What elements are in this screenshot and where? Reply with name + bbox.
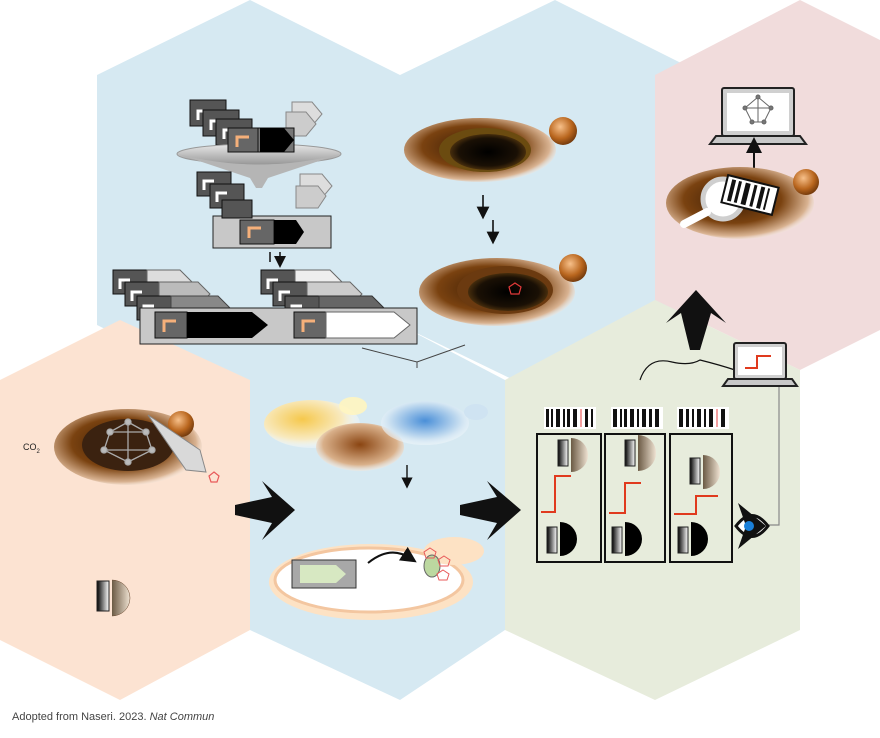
- yeast-cell-transformed: [419, 254, 587, 326]
- caption-prefix: Adopted from Naseri. 2023.: [12, 711, 150, 723]
- arrow-icon: [460, 481, 521, 540]
- assembly-group: [112, 269, 466, 368]
- hex-green: [505, 300, 800, 700]
- barcode-row: [544, 407, 729, 429]
- product-molecule-icon: [208, 471, 220, 483]
- plasmid-library-group: [176, 99, 342, 262]
- co2-label: CO2: [23, 442, 40, 455]
- molecule-icon: [508, 282, 522, 295]
- bud-icon: [549, 117, 577, 145]
- eye-icon: [734, 503, 770, 549]
- laptop-icon: [708, 87, 808, 145]
- source-caption: Adopted from Naseri. 2023. Nat Commun: [12, 711, 214, 723]
- yeast-cell-top: [404, 117, 577, 245]
- arrow-icon: [235, 481, 295, 540]
- ratio-icon: [96, 579, 131, 617]
- arrow-up-icon: [666, 290, 726, 350]
- hex-orange: [0, 320, 250, 700]
- network-icon: [100, 418, 156, 466]
- cell-pool: [264, 397, 488, 489]
- screening-laptop: [639, 342, 799, 530]
- caption-journal: Nat Commun: [149, 711, 215, 723]
- screening-panels: [536, 433, 733, 563]
- barcode-icon: [720, 173, 780, 217]
- engineered-cell: [269, 537, 484, 620]
- network-cell: [54, 409, 220, 485]
- analysis-cell: [666, 167, 819, 239]
